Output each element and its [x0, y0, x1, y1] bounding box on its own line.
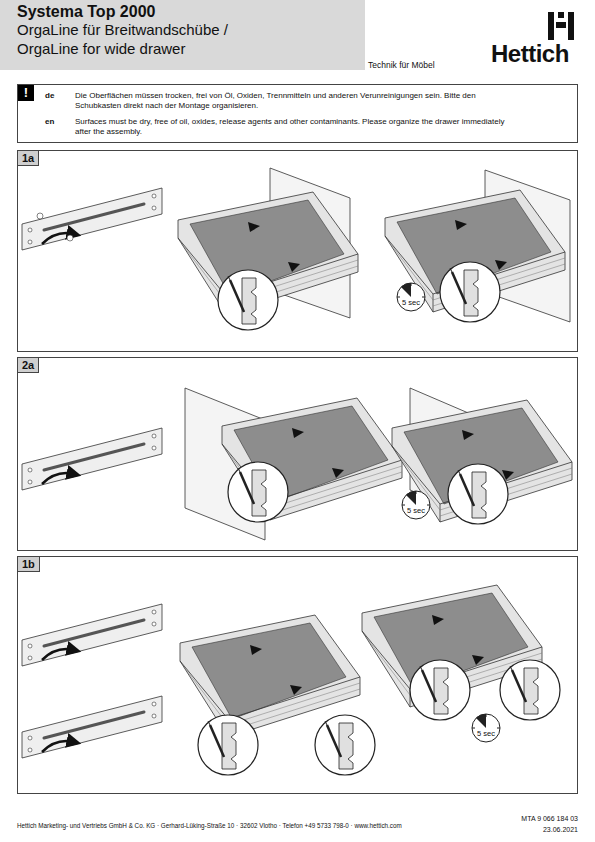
subtitle: OrgaLine für Breitwandschübe /	[17, 21, 228, 38]
notice-text: Die Oberflächen müssen trocken, frei von…	[75, 91, 505, 112]
step-panel: 2a	[17, 357, 578, 551]
step-number: 2a	[18, 358, 39, 373]
step-panel: 1a	[17, 150, 578, 352]
step-number: 1a	[18, 151, 39, 166]
language-code: en	[45, 117, 54, 126]
step-number: 1b	[18, 557, 40, 572]
title: Systema Top 2000	[17, 3, 155, 21]
step-panel: 1b	[17, 556, 578, 794]
warning-sign: !	[18, 85, 34, 101]
notice-text: Surfaces must be dry, free of oil, oxide…	[75, 117, 505, 138]
tagline: Technik für Möbel	[368, 60, 435, 70]
notice-box: ! de Die Oberflächen müssen trocken, frei …	[17, 84, 578, 143]
document-number: MTA 9 066 184 03	[521, 815, 578, 822]
subtitle: OrgaLine for wide drawer	[17, 40, 185, 57]
language-code: de	[45, 91, 54, 100]
timer-label: 5 sec	[402, 298, 420, 307]
timer-label: 5 sec	[477, 729, 495, 738]
brand-logo: Hettich	[491, 40, 569, 68]
footer-address: Hettich Marketing- und Vertriebs GmbH & …	[17, 822, 402, 829]
timer-label: 5 sec	[407, 506, 425, 515]
document-date: 23.06.2021	[543, 826, 578, 833]
